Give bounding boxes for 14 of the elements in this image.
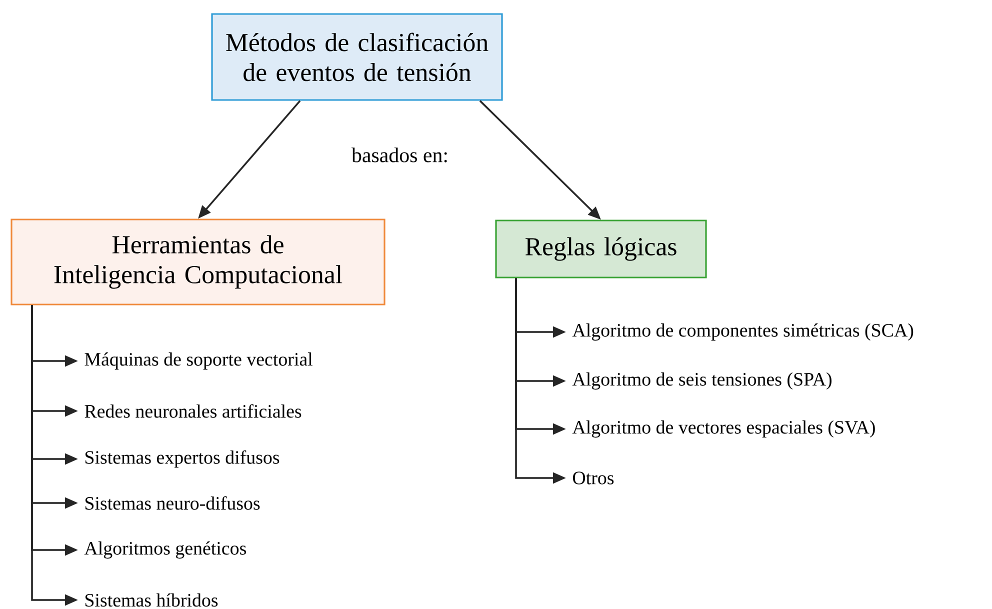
list-item: Algoritmo de seis tensiones (SPA)	[572, 372, 832, 390]
process-box: Reglas lógicas	[495, 220, 707, 278]
list-item: Algoritmo de componentes simétricas (SCA)	[572, 323, 914, 341]
list-item: Algoritmo de vectores espaciales (SVA)	[572, 420, 875, 438]
list-item: Sistemas híbridos	[85, 593, 218, 607]
list-item: Algoritmos genéticos	[84, 541, 246, 559]
process-box: Métodos de clasificación de eventos de tensión	[211, 13, 503, 101]
list-item: Otros	[572, 472, 614, 484]
list-item: Sistemas expertos difusos	[85, 450, 280, 468]
list-item: Máquinas de soporte vectorial	[84, 352, 312, 370]
note-text: basados en:	[352, 148, 447, 162]
process-box: Herramientas de Inteligencia Computacional	[10, 218, 386, 306]
list-item: Redes neuronales artificiales	[84, 404, 302, 418]
list-item: Sistemas neuro-difusos	[85, 496, 260, 510]
